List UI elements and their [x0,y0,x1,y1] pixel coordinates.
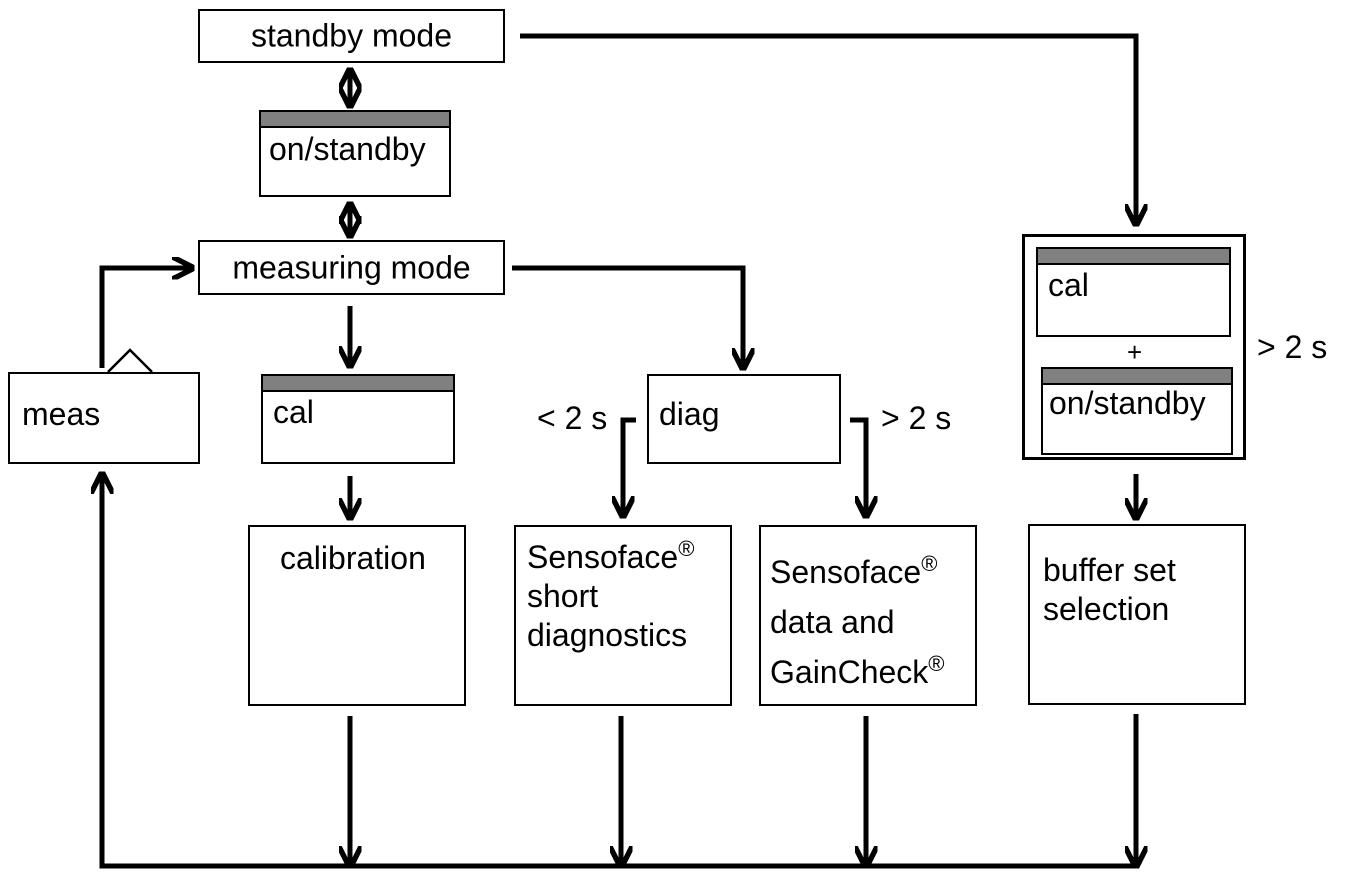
combo-cal-label: cal [1048,267,1089,303]
combo-on-standby-key[interactable]: on/standby [1041,367,1233,455]
short-diag-line3: diagnostics [527,617,688,653]
key-bar [1036,247,1231,265]
buffer-selection-box: buffer set selection [1028,524,1246,705]
buffer-line2: selection [1043,591,1170,627]
short-diag-line2: short [527,578,599,614]
cal-key-label: cal [273,394,314,430]
arrow-standby-to-combo [520,33,1136,222]
diag-long-time: > 2 s [881,400,952,436]
arrow-diag-long [850,417,866,514]
key-bar [259,110,451,128]
standby-mode-box: standby mode [198,9,505,63]
registered-mark: ® [678,536,695,561]
measuring-mode-box: measuring mode [198,240,505,295]
combo-key-box: cal + on/standby [1022,234,1246,460]
measuring-mode-label: measuring mode [232,249,471,285]
combo-cal-key[interactable]: cal [1036,247,1231,337]
combo-on-standby-label: on/standby [1049,385,1206,421]
key-bar [261,374,455,392]
on-standby-key[interactable]: on/standby [259,110,451,197]
diag-key-label: diag [659,396,720,432]
standby-mode-label: standby mode [250,17,452,54]
diag-short-time: < 2 s [537,400,608,436]
registered-mark: ® [928,651,945,676]
short-diagnostics-box: Sensoface® short diagnostics [514,525,732,706]
calibration-label: calibration [280,540,426,576]
registered-mark: ® [921,551,938,576]
arrow-measuring-to-diag [512,265,743,366]
meas-key-tab [107,348,153,373]
cal-key[interactable]: cal [261,374,455,464]
arrow-meas-to-measuring [99,268,190,368]
meas-key-label: meas [22,396,101,432]
data-gaincheck-text: Sensoface® data and GainCheck® [770,547,945,697]
data-gaincheck-box: Sensoface® data and GainCheck® [759,525,977,706]
on-standby-key-label: on/standby [269,131,426,167]
short-diag-line1: Sensoface [527,539,679,575]
return-line [102,476,1136,869]
buffer-line1: buffer set [1043,552,1176,588]
gaincheck-line1: Sensoface [770,554,922,590]
key-bar [1041,367,1233,385]
diag-key[interactable]: diag [647,374,841,464]
calibration-box: calibration [248,525,466,706]
combo-plus: + [1127,337,1143,367]
buffer-selection-text: buffer set selection [1043,551,1176,629]
gaincheck-line2: data and [770,604,895,640]
gaincheck-line3: GainCheck [770,654,929,690]
arrow-diag-short [623,417,636,514]
meas-key[interactable]: meas [8,372,200,464]
short-diagnostics-text: Sensoface® short diagnostics [527,538,694,655]
combo-hold-time: > 2 s [1257,329,1328,365]
